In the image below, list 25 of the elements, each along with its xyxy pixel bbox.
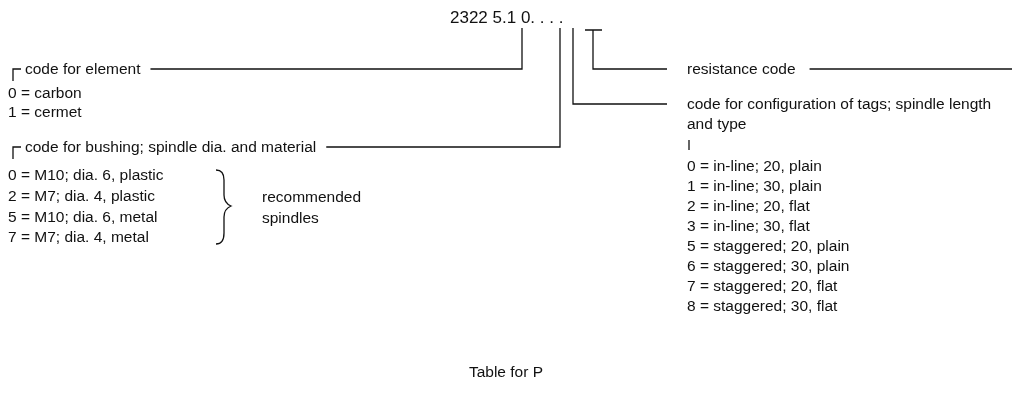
code-entry: 5 = staggered; 20, plain [687,236,850,256]
brace-note: recommended spindles [262,187,363,228]
leader-line [325,27,561,148]
code-entry: 2 = in-line; 20, flat [687,196,810,216]
code-entry: 7 = M7; dia. 4, metal [8,227,149,247]
code-entry: 2 = M7; dia. 4, plastic [8,186,155,206]
code-entry: 1 = cermet [8,102,82,122]
code-entry: 0 = carbon [8,83,82,103]
code-entry: 0 = in-line; 20, plain [687,156,822,176]
leader-line [149,27,523,70]
part-number-code: 2322 5.1 0. . . . [450,8,564,28]
code-entry: 1 = in-line; 30, plain [687,176,822,196]
leader-line [592,29,668,70]
field-heading: code for configuration of tags; spindle length and type [687,94,1007,134]
caption: Table for P [467,362,545,382]
field-heading: code for bushing; spindle dia. and material [25,137,317,157]
code-entry: 8 = staggered; 30, flat [687,296,838,316]
leader-line [572,27,668,105]
code-entry: 0 = M10; dia. 6, plastic [8,165,164,185]
field-heading: resistance code [687,59,796,79]
code-entry: 3 = in-line; 30, flat [687,216,810,236]
code-entry: 6 = staggered; 30, plain [687,256,850,276]
code-entry: 7 = staggered; 20, flat [687,276,838,296]
code-entry: 5 = M10; dia. 6, metal [8,207,158,227]
field-heading: code for element [25,59,141,79]
